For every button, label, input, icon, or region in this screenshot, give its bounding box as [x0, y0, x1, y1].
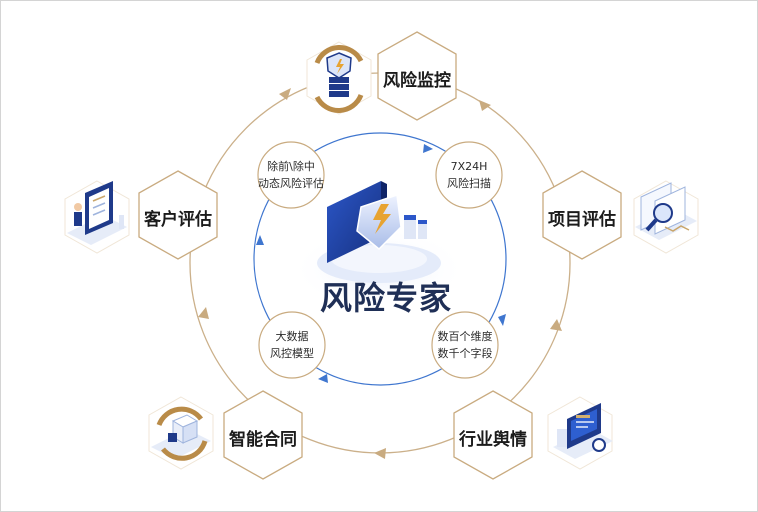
inner-node-dims-line2: 数千个字段	[437, 347, 493, 360]
outer-label-monitor: 风险监控	[383, 71, 451, 91]
outer-label-project: 项目评估	[548, 210, 616, 230]
inner-ring	[253, 132, 507, 386]
inner-node-bigdata-line2: 风控模型	[270, 347, 314, 360]
outer-label-customer: 客户评估	[144, 210, 212, 230]
hex-monitor	[377, 31, 457, 121]
inner-arrow-bottom	[318, 374, 328, 383]
inner-arrow-left	[256, 235, 264, 245]
inner-node-dynamic: 除前\除中 动态风险评估	[258, 158, 324, 192]
ring-arrow-right-bottom	[550, 319, 562, 331]
hex-customer	[138, 170, 218, 260]
ring-arrow-top-left	[279, 88, 291, 100]
inner-circle-dims	[431, 311, 499, 379]
inner-node-bigdata: 大数据 风控模型	[259, 328, 325, 362]
inner-circle-dynamic	[257, 141, 325, 209]
outer-label-contract: 智能合同	[229, 430, 297, 450]
center-title: 风险专家	[319, 279, 452, 317]
lightning-icon	[373, 204, 391, 234]
shield-icon	[356, 193, 402, 251]
inner-node-bigdata-line1: 大数据	[275, 330, 309, 343]
screen-panel	[327, 181, 381, 263]
inner-node-scan-line2: 风险扫描	[447, 177, 491, 190]
inner-arrow-right	[498, 314, 506, 326]
inner-arrow-top	[423, 144, 433, 153]
document-magnifier-icon	[635, 182, 697, 240]
inner-node-dims-line1: 数百个维度	[437, 330, 493, 343]
hex-project	[542, 170, 622, 260]
person-checklist-icon	[67, 181, 127, 245]
ring-arrow-bottom	[374, 448, 386, 459]
risk-expert-illustration	[291, 181, 467, 311]
inner-node-scan: 7X24H 风险扫描	[436, 158, 502, 192]
inner-circle-scan	[435, 141, 503, 209]
inner-circle-bigdata	[258, 311, 326, 379]
outer-label-opinion: 行业舆情	[459, 430, 527, 450]
inner-node-dynamic-line2: 动态风险评估	[258, 177, 324, 190]
shield-server-cycle-icon	[314, 45, 364, 113]
inner-node-dynamic-line1: 除前\除中	[267, 160, 315, 173]
ring-arrow-left	[198, 307, 209, 319]
inner-node-dims: 数百个维度 数千个字段	[432, 328, 498, 362]
ring-arrow-right-top	[479, 100, 491, 111]
dashboard-monitor-icon	[553, 403, 613, 459]
hex-contract	[223, 390, 303, 480]
inner-node-scan-line1: 7X24H	[450, 160, 488, 173]
box-cycle-icon	[151, 406, 211, 461]
hex-opinion	[453, 390, 533, 480]
